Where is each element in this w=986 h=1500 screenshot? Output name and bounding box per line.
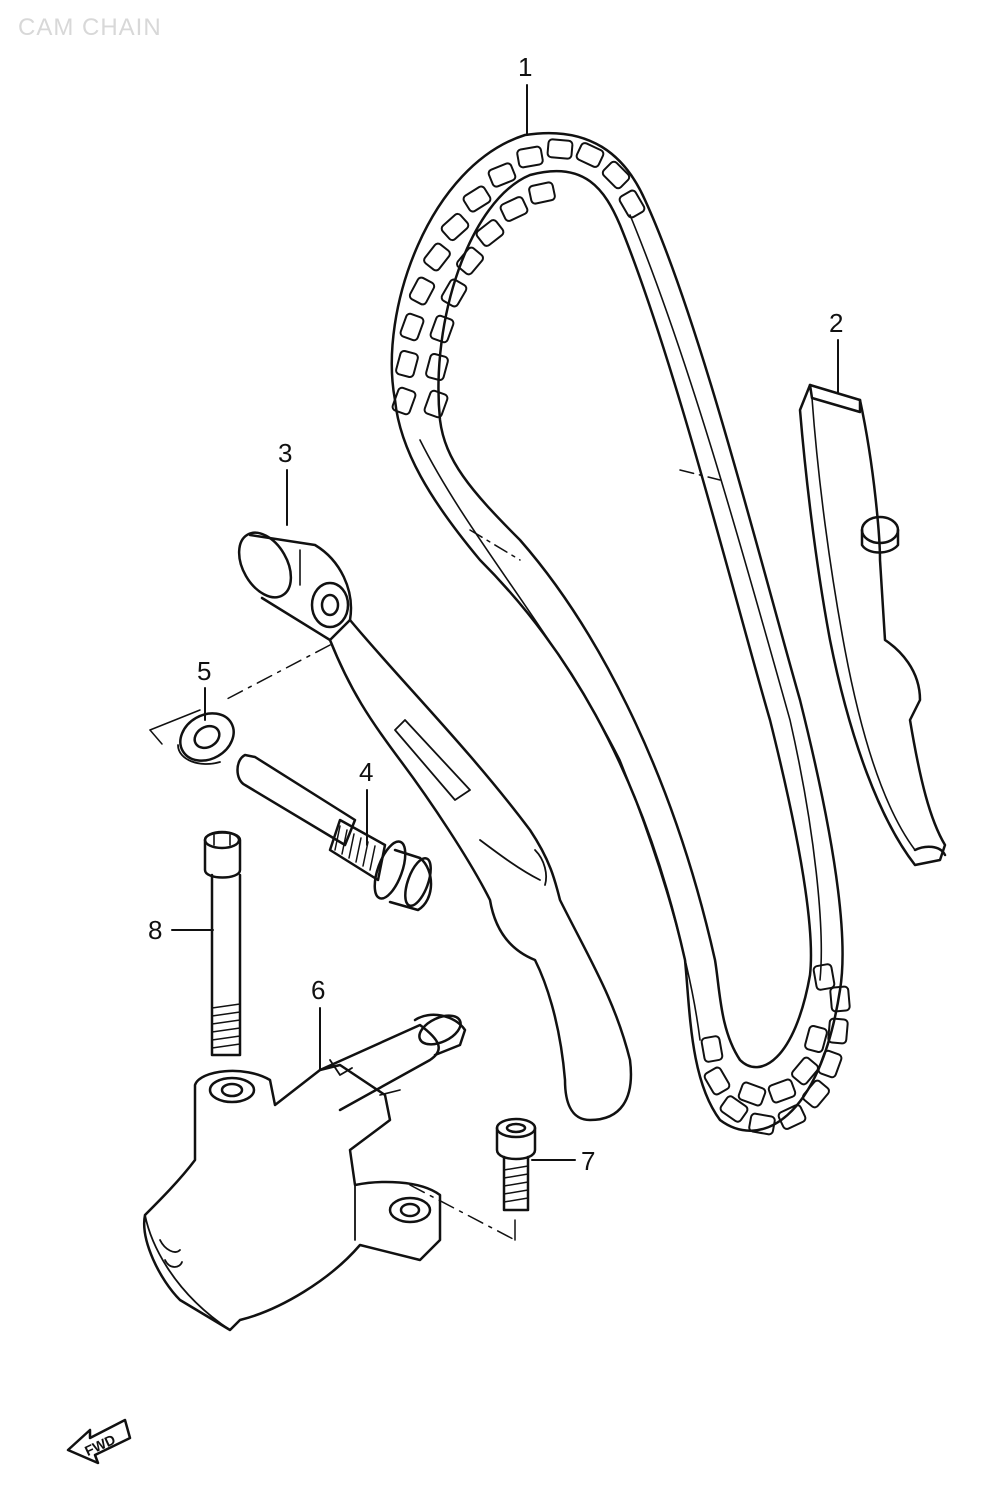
washer-part-5	[149, 644, 331, 765]
callout-5: 5	[197, 656, 212, 686]
diagram-title: CAM CHAIN	[18, 14, 162, 41]
callout-2: 2	[829, 308, 844, 338]
cam-chain-guide-part-2	[798, 383, 947, 867]
callout-6: 6	[311, 975, 326, 1005]
cam-chain-part-1	[390, 131, 851, 1136]
tensioner-adjuster-part-6	[142, 1013, 516, 1332]
long-bolt-part-8	[203, 830, 242, 1057]
chain-tensioner-arm-part-3	[237, 531, 633, 1122]
callout-leaders	[171, 84, 839, 1161]
callout-8: 8	[148, 915, 163, 945]
short-bolt-part-7	[495, 1117, 537, 1212]
pivot-bolt-part-4	[236, 753, 433, 912]
callout-1: 1	[518, 52, 533, 82]
callout-7: 7	[581, 1146, 596, 1176]
forward-direction-arrow: FWD	[66, 1418, 132, 1465]
callout-4: 4	[359, 757, 374, 787]
fwd-label: FWD	[82, 1431, 118, 1459]
callout-3: 3	[278, 438, 293, 468]
